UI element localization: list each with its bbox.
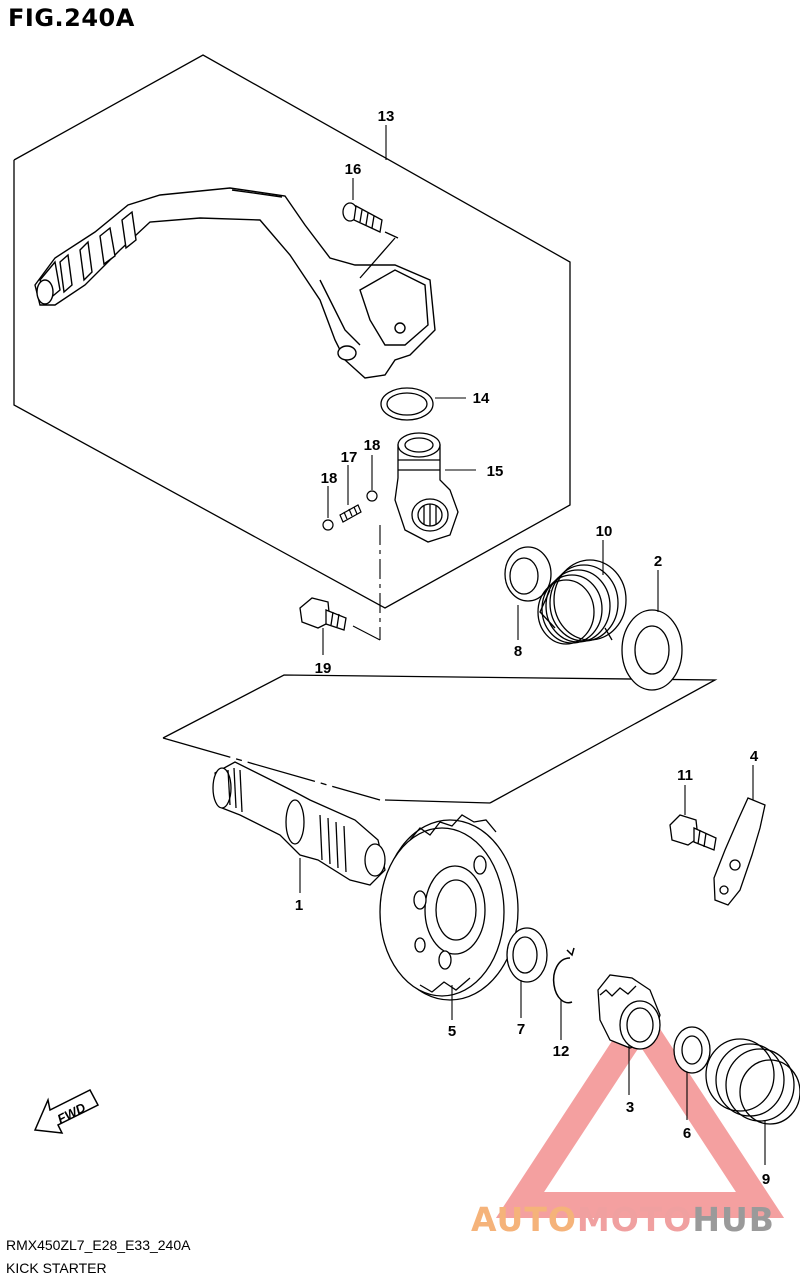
callout-16: 16: [345, 161, 362, 178]
callout-15: 15: [487, 463, 504, 480]
callout-1: 1: [295, 897, 303, 914]
callout-14: 14: [473, 390, 490, 407]
callout-11: 11: [677, 767, 693, 784]
callout-2: 2: [654, 553, 662, 570]
figure-code: RMX450ZL7_E28_E33_240A: [6, 1237, 191, 1253]
o-ring-14: [380, 387, 434, 421]
callout-19: 19: [315, 660, 332, 677]
callout-9: 9: [762, 1171, 770, 1188]
callout-numbers: 13 16 14 15 18 17 18 19 10 2 8 11 4 1 5 …: [295, 108, 770, 1188]
kick-starter-guide-4: [713, 797, 766, 906]
figure-name: KICK STARTER: [6, 1260, 107, 1276]
washer-6: [673, 1026, 711, 1074]
callout-17: 17: [341, 449, 358, 466]
kick-starter-ratchet-3: [597, 974, 661, 1050]
watermark-brand: AUTOMOTOHUB: [471, 1200, 775, 1239]
bolt-11: [669, 814, 717, 851]
callout-18-right: 18: [364, 437, 381, 454]
ratchet-spring-9: [705, 1038, 800, 1125]
callout-18-left: 18: [321, 470, 338, 487]
callout-7: 7: [517, 1021, 525, 1038]
callout-8: 8: [514, 643, 522, 660]
kick-lever: [34, 187, 436, 379]
circlip-12: [552, 947, 575, 1004]
spring-guide-plate-2: [621, 609, 683, 691]
watermark-auto: AUTO: [471, 1200, 577, 1239]
watermark-hub: HUB: [692, 1200, 775, 1239]
callout-10: 10: [596, 523, 613, 540]
callout-4: 4: [750, 748, 759, 765]
bolt-19: [299, 597, 347, 631]
callout-3: 3: [626, 1099, 634, 1116]
spring-17: [339, 504, 362, 523]
watermark-logo-triangle: [495, 998, 785, 1218]
kick-starter-shaft-1: [212, 761, 386, 886]
leader-lines: [299, 125, 766, 1165]
kick-boss-15: [394, 432, 459, 543]
kick-shaft-assembly-frame: [162, 674, 718, 804]
kick-drive-gear-5: [379, 814, 519, 1001]
kick-lever-assembly-frame: [13, 54, 571, 609]
callout-6: 6: [683, 1125, 691, 1142]
oil-seal-8: [504, 546, 552, 602]
kick-return-spring-10: [537, 559, 627, 645]
figure-title: FIG.240A: [8, 4, 135, 32]
ball-18-right: [366, 490, 378, 502]
callout-12: 12: [553, 1043, 570, 1060]
fwd-arrow-icon: FWD: [33, 1089, 100, 1134]
watermark-moto: MOTO: [576, 1200, 693, 1239]
lever-bolt-16: [342, 202, 399, 279]
ball-18-left: [322, 519, 334, 531]
alignment-guides: [352, 525, 381, 641]
callout-5: 5: [448, 1023, 456, 1040]
washer-7: [506, 927, 548, 983]
callout-13: 13: [378, 108, 395, 125]
